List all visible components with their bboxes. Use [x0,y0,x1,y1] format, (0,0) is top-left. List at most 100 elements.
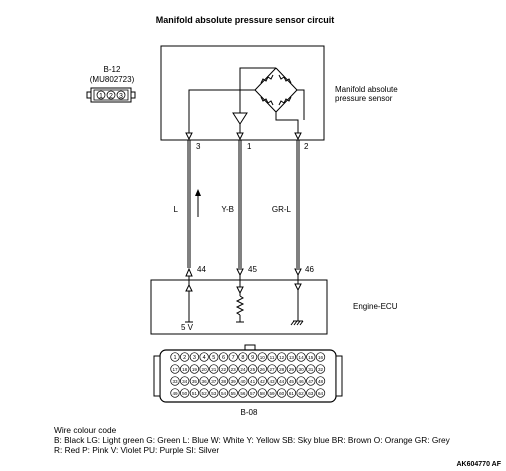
ecu-connector-pin-label: 54 [221,391,227,396]
ecu-connector-pin-label: 30 [299,367,305,372]
ecu-connector-pin-label: 22 [221,367,227,372]
ecu-connector-pin-label: 52 [202,391,208,396]
ecu-connector-pin [180,376,190,386]
ecu-connector-pin-label: 59 [269,391,275,396]
ecu-connector-pin-label: 3 [193,355,196,361]
ecu-connector-pin-label: 18 [182,367,188,372]
ecu-connector-pin [277,376,287,386]
ecu-connector-pin [277,388,287,398]
ecu-connector-pin-label: 51 [192,391,198,396]
sensor-terminal-2: 2 [304,142,309,151]
ecu-connector-pin-label: 48 [318,379,324,384]
ecu-connector-pin-label: 55 [231,391,237,396]
figure-code: AK604770 AF [457,461,502,468]
ecu-connector-pin-label: 5 [212,355,215,361]
ecu-connector-pin-label: 58 [260,391,266,396]
ecu-connector-pin [170,388,180,398]
wire-label-y-b: Y-B [221,205,234,214]
ecu-connector-pin [218,364,229,374]
ecu-connector-pin [296,352,306,362]
ecu-connector-pin-label: 1 [173,355,176,361]
ecu-connector-pin [189,376,200,386]
ecu-connector-pin [247,352,258,362]
ecu-connector-pin [247,376,258,386]
ecu-connector-pin [306,376,316,386]
ecu-connector-pin-label: 28 [279,367,285,372]
sensor-label-line2: pressure sensor [335,94,393,103]
ecu-connector-pin-label: 8 [241,355,244,361]
ecu-connector-pin [228,388,238,398]
ecu-connector-pin [199,364,209,374]
ecu-connector-pin-label: 39 [231,379,237,384]
ecu-connector-pin [180,388,190,398]
ecu-connector-id: B-08 [241,408,258,417]
ecu-connector-pin-label: 47 [308,379,314,384]
ecu-connector-pin-label: 15 [308,355,314,360]
ecu-connector-pin-label: 20 [202,367,208,372]
ecu-pin-44: 44 [197,265,206,274]
ecu-connector-pin-label: 32 [318,367,324,372]
ecu-connector-pin [257,376,267,386]
diagram-title: Manifold absolute pressure sensor circui… [156,15,335,25]
ecu-connector-pin [296,376,306,386]
ecu-connector-pin [218,388,229,398]
ecu-connector-pin [277,364,287,374]
ecu-connector-pin [296,364,306,374]
ecu-connector-pin [267,364,277,374]
ecu-connector-pin-label: 41 [250,379,256,384]
ecu-connector-pin [286,352,297,362]
ecu-connector-pin-label: 64 [318,391,324,396]
ecu-connector-pin [257,388,267,398]
ecu-connector-pin-label: 43 [269,379,275,384]
wire-label-l: L [174,205,179,214]
sensor-label-line1: Manifold absolute [335,85,398,94]
sensor-connector-part: (MU802723) [90,75,135,84]
ecu-connector-pin-label: 16 [318,355,324,360]
legend-line-2: R: Red P: Pink V: Violet PU: Purple SI: … [54,445,220,455]
sensor-pin-1: 1 [99,93,103,100]
ecu-connector-pin [209,376,219,386]
ecu-connector-pin [315,388,326,398]
ecu-internal-circuit [185,275,304,326]
ecu-connector-pin [189,364,200,374]
ecu-connector-pin [247,388,258,398]
ecu-connector-pin-label: 40 [240,379,246,384]
ecu-connector-pin-label: 2 [183,355,186,361]
ecu-connector-pin [306,352,316,362]
ecu-connector-pin-label: 45 [289,379,295,384]
ecu-connector-pin [209,388,219,398]
ecu-connector-pin [228,364,238,374]
ecu-connector-pin-label: 10 [260,355,266,360]
ecu-connector-pin-label: 61 [289,391,295,396]
ecu-connector-pin [218,352,229,362]
ecu-connector-pin [267,352,277,362]
ecu-connector-pin [170,352,180,362]
ecu-connector-pin [238,376,248,386]
ecu-connector-pin-label: 23 [231,367,237,372]
ecu-connector-pin-label: 46 [299,379,305,384]
ecu-connector-pin [228,376,238,386]
ecu-connector-pin [238,364,248,374]
ecu-connector-pin [315,352,326,362]
ecu-connector-pin [218,376,229,386]
ecu-connector-pin [306,364,316,374]
ecu-connector-pin [306,388,316,398]
ecu-connector-pin-label: 26 [260,367,266,372]
ecu-connector-pin-label: 6 [222,355,225,361]
ecu-connector-pin-label: 31 [308,367,314,372]
ecu-connector-pin-label: 37 [211,379,217,384]
ecu-label: Engine-ECU [353,302,398,311]
ecu-connector-pin-label: 11 [270,355,275,360]
ecu-box [150,279,328,335]
harness-wires [187,140,300,268]
ecu-connector-pin-label: 36 [202,379,208,384]
ecu-connector-pin-label: 33 [172,379,178,384]
ecu-connector-pin-label: 38 [221,379,227,384]
sensor-terminal-1: 1 [247,142,252,151]
legend-heading: Wire colour code [54,425,117,435]
ecu-pin-46: 46 [305,265,314,274]
ecu-connector-pin [199,388,209,398]
